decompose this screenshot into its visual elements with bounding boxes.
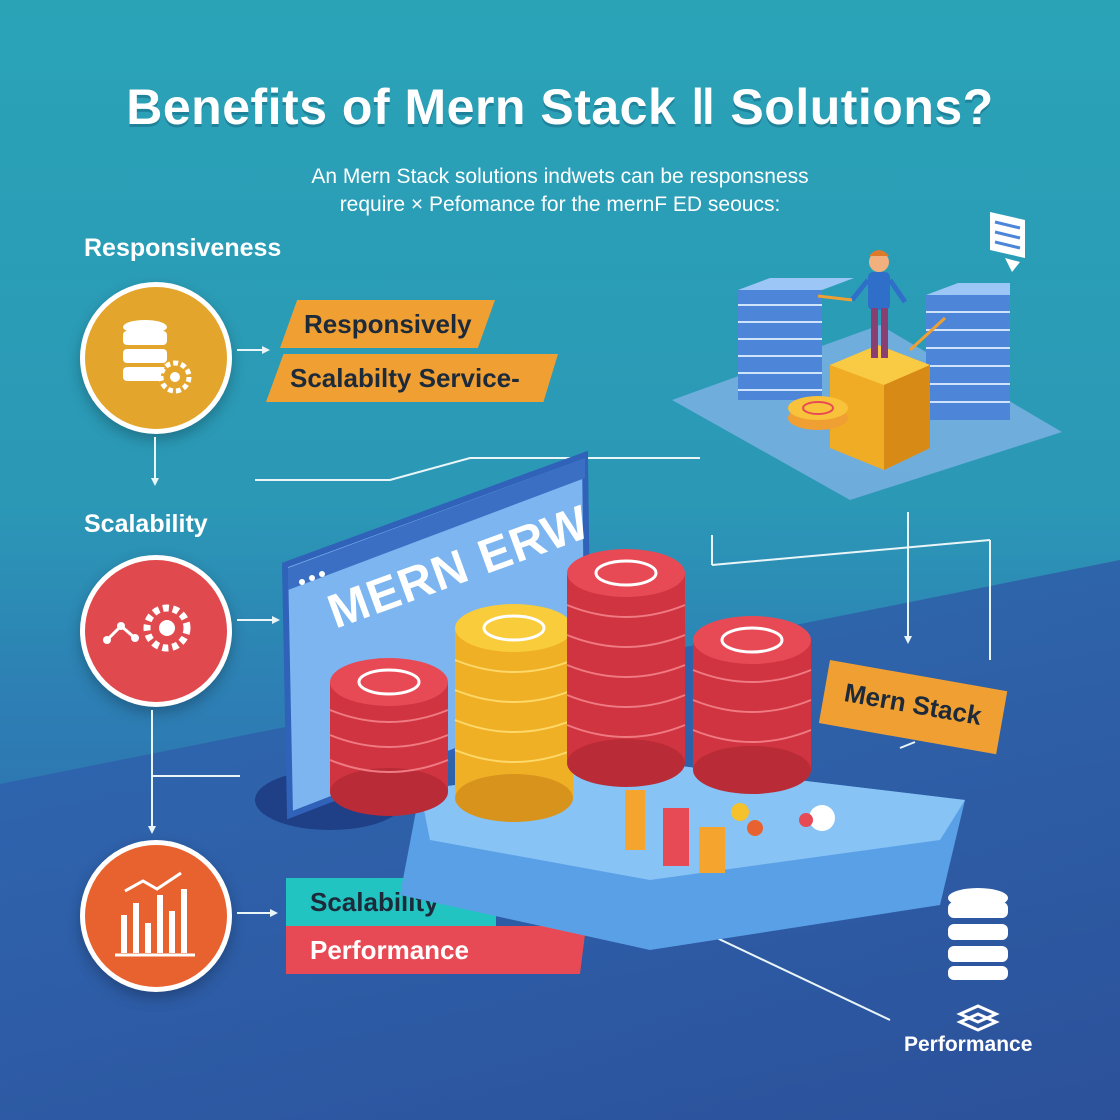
performance-circle (80, 840, 232, 992)
platform-bar-3 (699, 827, 725, 873)
yellow-cube (830, 345, 930, 470)
server-stack-left (738, 278, 854, 400)
page-title: Benefits of Mern Stack ‖ Solutions? (126, 79, 994, 135)
section-label-scalability: Scalability (84, 510, 208, 538)
coin-stack-red-tall (566, 549, 686, 787)
responsiveness-circle (80, 282, 232, 434)
coin-stack-red-left (329, 658, 449, 816)
section-label-responsiveness: Responsiveness (84, 234, 282, 262)
tag-scalability-service: Scalabilty Service- (266, 354, 558, 402)
stack-icon (956, 1004, 1000, 1032)
tag-performance: Performance (286, 926, 586, 974)
platform-bar-2 (663, 808, 689, 866)
scalability-circle (80, 555, 232, 707)
person-icon (850, 250, 908, 358)
database-icon (948, 888, 1008, 980)
database-gear-icon (123, 320, 192, 394)
bar-chart-icon (115, 871, 195, 957)
platform-bar-1 (625, 790, 645, 850)
server-stack-right (926, 283, 1010, 420)
subtitle-line-2: require × Pefomance for the mernF ED seo… (339, 193, 781, 216)
gears-network-icon (103, 604, 191, 652)
coin-stack-yellow (454, 604, 574, 822)
performance-label: Performance (904, 1033, 1033, 1056)
coin-stack-red-right (692, 616, 812, 794)
tag-responsively: Responsively (280, 300, 495, 348)
page-subtitle: An Mern Stack solutions indwets can be r… (200, 163, 920, 219)
document-icon (990, 212, 1025, 272)
subtitle-line-1: An Mern Stack solutions indwets can be r… (311, 165, 809, 188)
